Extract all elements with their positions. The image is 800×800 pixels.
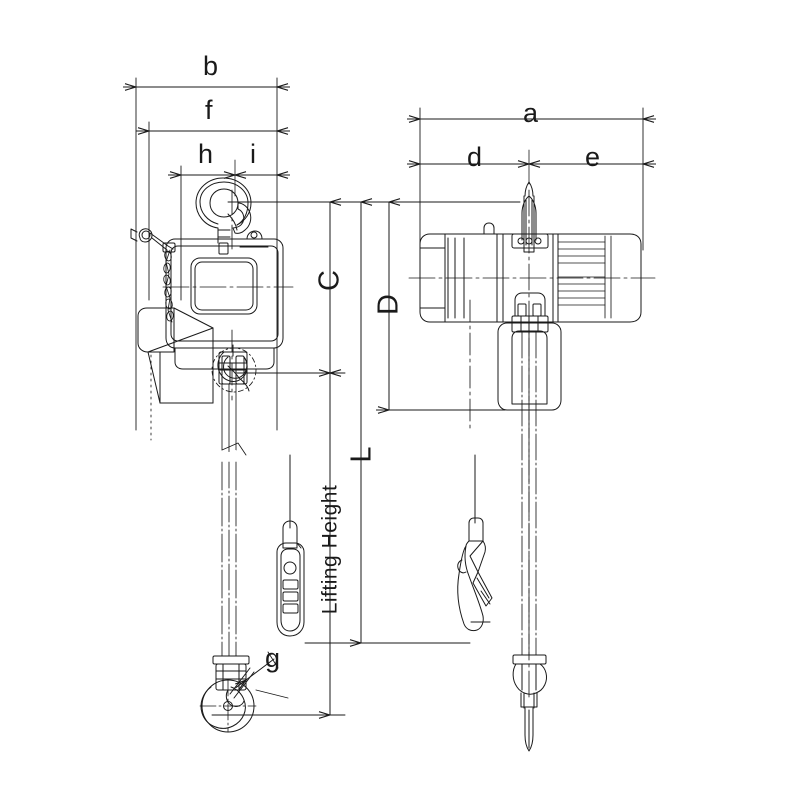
dim-label-f: f	[205, 95, 213, 125]
dim-label-i: i	[250, 139, 256, 169]
chain-guide-limit	[130, 228, 176, 253]
hoist-main-body	[165, 230, 284, 370]
front-centerlines	[150, 189, 294, 441]
bottom-hook-closed	[211, 344, 257, 393]
dim-label-l: L	[345, 446, 378, 463]
chain-bag-container	[137, 307, 214, 404]
dim-label-a: a	[523, 98, 539, 128]
extension-lines-side	[419, 107, 644, 251]
dim-label-lifting-height: Lifting Height	[318, 484, 342, 615]
extension-lines-front	[135, 77, 278, 431]
side-view-assembly	[408, 181, 656, 752]
dim-label-c: C	[313, 270, 346, 291]
front-view-assembly	[130, 177, 305, 733]
bottom-hook-side	[512, 654, 547, 752]
pendant-control-side	[457, 454, 493, 632]
chain-bag-side	[497, 322, 562, 411]
motor-cooling-fins	[557, 235, 612, 319]
dimension-line-g	[235, 651, 289, 699]
dim-label-b: b	[203, 51, 219, 81]
chain-guide-side	[511, 292, 549, 333]
dim-label-h: h	[198, 139, 214, 169]
hoist-body-side	[419, 222, 642, 323]
top-hook	[195, 177, 252, 255]
bottom-load-hook	[199, 655, 257, 733]
load-chain-side	[521, 331, 537, 656]
side-centerlines	[408, 189, 656, 701]
dim-label-g: g	[265, 643, 281, 673]
pendant-push-button-control	[276, 454, 305, 637]
dim-label-d-vertical: D	[372, 294, 405, 315]
dim-label-e: e	[585, 142, 601, 172]
dim-label-d: d	[467, 142, 483, 172]
load-chain-upper	[163, 249, 174, 323]
load-chain-front	[221, 383, 247, 657]
